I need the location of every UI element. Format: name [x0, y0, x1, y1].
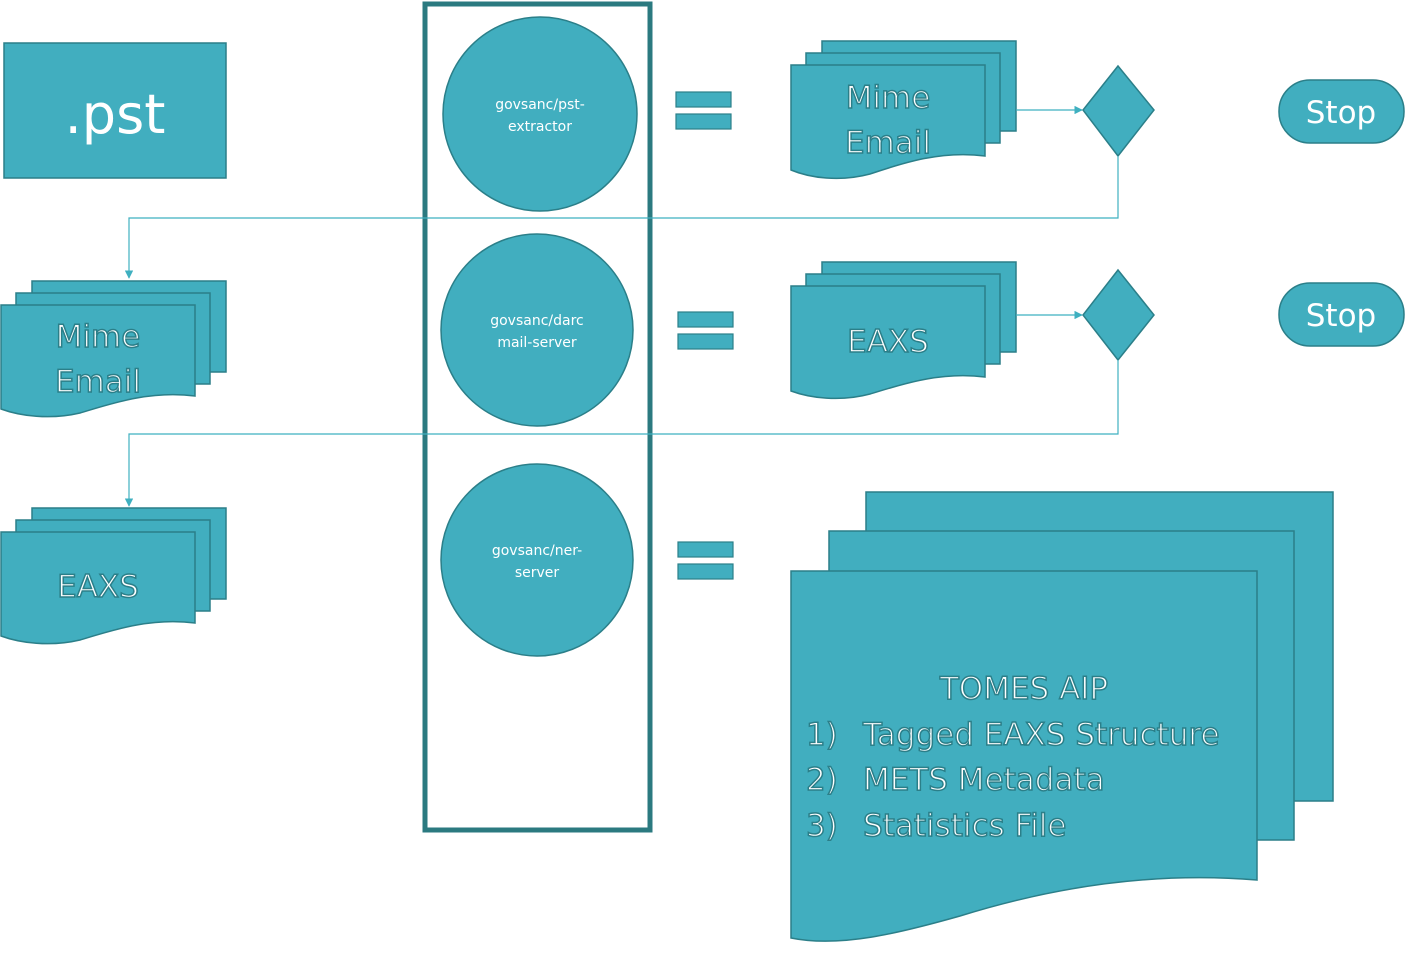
service-ner-line2: server — [515, 565, 560, 581]
service-pst-extractor: govsanc/pst- extractor — [442, 16, 638, 212]
output-mime-email-line1: Mime — [846, 80, 931, 116]
equals-sign-2 — [677, 311, 734, 350]
output-eaxs: EAXS — [790, 261, 1017, 400]
output-mime-email-line2: Email — [845, 125, 931, 161]
aip-item-3-text: Statistics File — [863, 808, 1066, 844]
aip-item-2-num: 2) — [806, 762, 838, 798]
decision-1 — [1016, 64, 1155, 158]
service-darcmail-line1: govsanc/darc — [490, 313, 584, 329]
stop-terminator-1: Stop — [1278, 79, 1405, 144]
services-container — [422, 1, 653, 833]
output-mime-email: Mime Email — [790, 40, 1017, 180]
aip-item-1-num: 1) — [806, 717, 838, 753]
service-darcmail-line2: mail-server — [497, 335, 577, 351]
input-eaxs-label: EAXS — [57, 569, 139, 605]
input-mime-email-line1: Mime — [56, 319, 141, 355]
equals-sign-1 — [675, 91, 732, 130]
equals-sign-3 — [677, 541, 734, 580]
pst-label: .pst — [65, 83, 166, 146]
service-pst-extractor-line1: govsanc/pst- — [495, 97, 585, 113]
input-mime-email-line2: Email — [55, 364, 141, 400]
input-mime-email: Mime Email — [0, 280, 227, 418]
output-eaxs-label: EAXS — [847, 324, 929, 360]
service-ner-server: govsanc/ner- server — [440, 463, 634, 657]
tomes-aip-document: TOMES AIP 1) Tagged EAXS Structure 2) ME… — [790, 491, 1334, 942]
stop-1-label: Stop — [1306, 95, 1376, 131]
stop-terminator-2: Stop — [1278, 282, 1405, 347]
aip-item-3-num: 3) — [806, 808, 838, 844]
stop-2-label: Stop — [1306, 298, 1376, 334]
decision-2 — [1016, 268, 1155, 362]
aip-title: TOMES AIP — [939, 671, 1108, 707]
service-ner-line1: govsanc/ner- — [492, 543, 582, 559]
connector-decision1-to-mime-input — [124, 156, 1119, 279]
aip-item-1-text: Tagged EAXS Structure — [862, 717, 1220, 753]
connector-decision2-to-eaxs-input — [124, 360, 1119, 507]
aip-item-2-text: METS Metadata — [863, 762, 1105, 798]
input-eaxs: EAXS — [0, 507, 227, 645]
service-darcmail-server: govsanc/darc mail-server — [440, 233, 634, 427]
service-pst-extractor-line2: extractor — [508, 119, 572, 135]
pst-source-box: .pst — [3, 42, 227, 179]
